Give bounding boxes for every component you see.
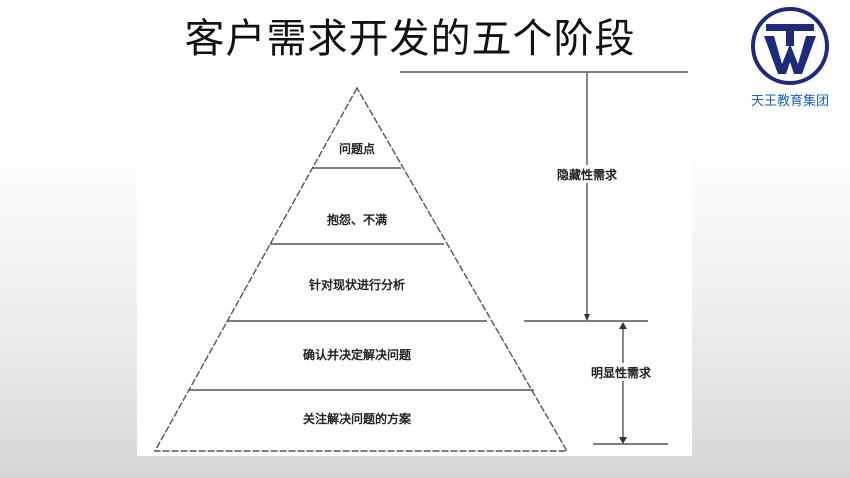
logo-tw-icon <box>751 7 829 85</box>
explicit-needs-label: 明显性需求 <box>591 365 652 380</box>
arrow-down-icon <box>619 437 627 444</box>
level-1-label: 问题点 <box>339 141 375 156</box>
level-4-label: 确认并决定解决问题 <box>303 347 412 362</box>
arrow-up-icon <box>619 322 627 329</box>
pyramid-outline <box>153 86 569 452</box>
level-5-label: 关注解决问题的方案 <box>303 411 412 426</box>
logo-text: 天王教育集团 <box>750 94 829 109</box>
level-3-label: 针对现状进行分析 <box>309 277 405 292</box>
level-2-label: 抱怨、不满 <box>327 212 387 227</box>
pyramid-diagram: 问题点 抱怨、不满 针对现状进行分析 确认并决定解决问题 关注解决问题的方案 隐… <box>137 68 692 456</box>
slide-title: 客户需求开发的五个阶段 <box>184 16 636 62</box>
hidden-needs-label: 隐藏性需求 <box>557 167 618 182</box>
arrow-down-icon <box>584 314 590 321</box>
logo: 天王教育集团 <box>742 6 838 110</box>
